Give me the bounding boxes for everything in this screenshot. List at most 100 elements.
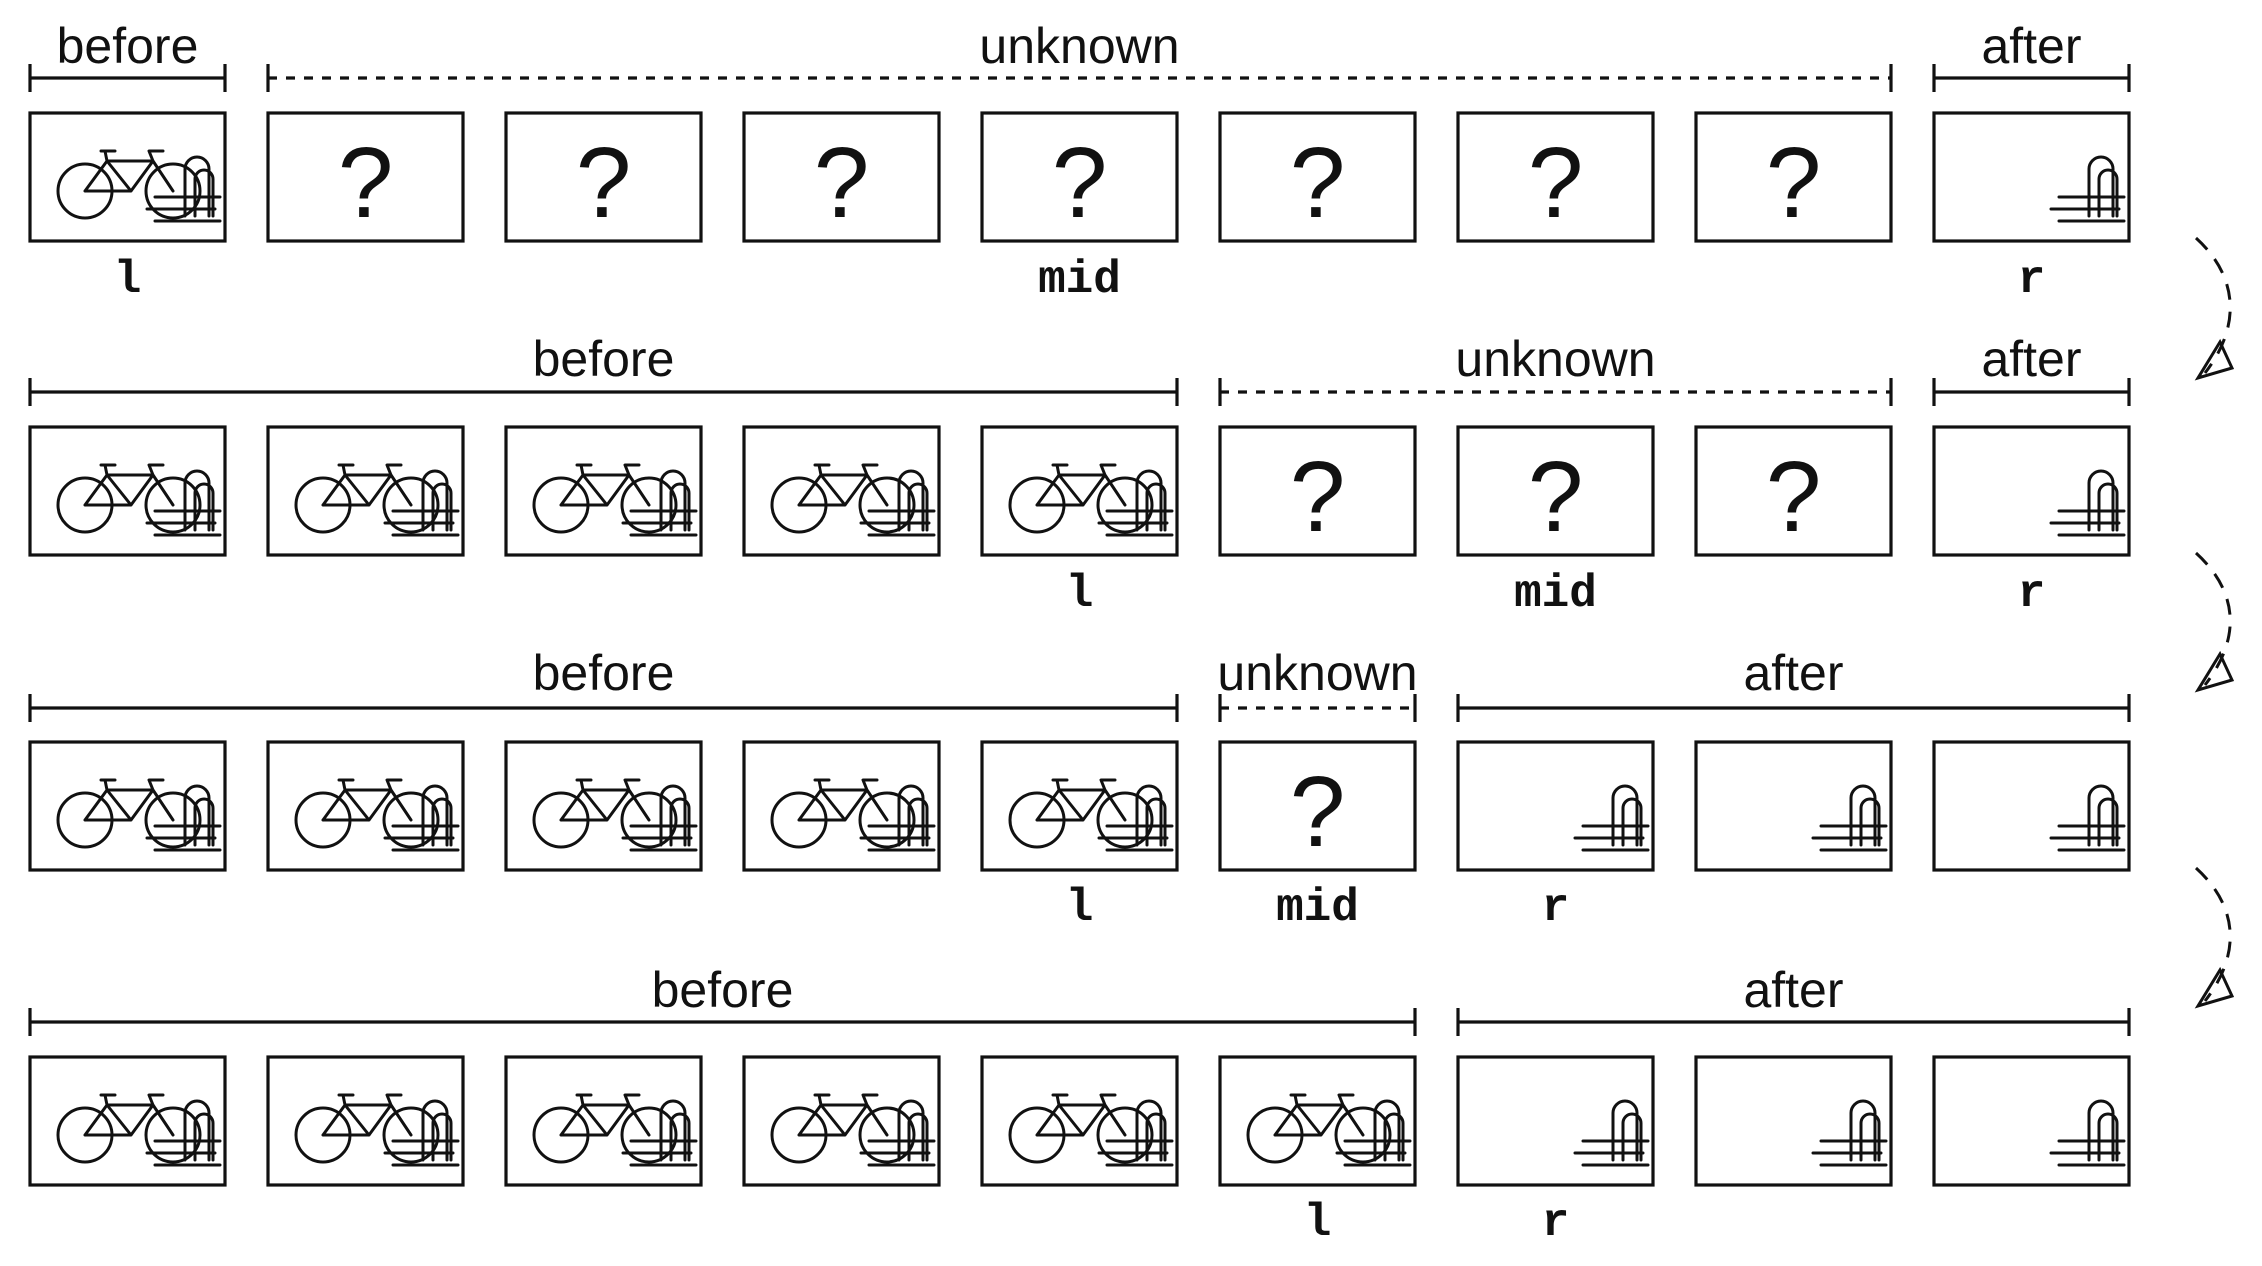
brace-label: before: [533, 331, 675, 387]
brace-before: before: [28, 18, 227, 92]
lock-only-icon: [2049, 1099, 2126, 1167]
cell-unknown: ?: [1694, 111, 1893, 243]
cell-bad: [1932, 425, 2131, 557]
pointer-mid: mid: [1038, 254, 1121, 306]
cell-box: [1456, 111, 1655, 243]
cell-good: [980, 740, 1179, 872]
unknown-symbol: ?: [1766, 127, 1822, 239]
cell-unknown: ?: [1218, 740, 1417, 872]
bicycle-locked-icon: [770, 463, 936, 537]
cell-box: [266, 111, 465, 243]
brace-label: after: [1743, 962, 1843, 1018]
brace-unknown: unknown: [1217, 645, 1418, 722]
cell-good: [980, 1055, 1179, 1187]
cell-good: [266, 425, 465, 557]
cell-box: [1694, 1055, 1893, 1187]
cell-good: [742, 1055, 941, 1187]
cell-bad: [1694, 1055, 1893, 1187]
bicycle-locked-icon: [294, 778, 460, 852]
cell-box: [1932, 425, 2131, 557]
brace-before: before: [28, 331, 1179, 406]
cell-good: [504, 1055, 703, 1187]
brace-after: after: [1932, 331, 2131, 406]
row-4: before after l r: [28, 962, 2131, 1249]
cell-box: [980, 111, 1179, 243]
bicycle-locked-icon: [770, 1093, 936, 1167]
dashed-curved-arrow-icon: [2194, 236, 2235, 381]
brace-after: after: [1932, 18, 2131, 92]
brace-label: unknown: [979, 18, 1179, 74]
unknown-symbol: ?: [1766, 441, 1822, 553]
pointer-l: l: [114, 254, 142, 306]
cell-good: [742, 425, 941, 557]
cell-unknown: ?: [1694, 425, 1893, 557]
cell-good: [1218, 1055, 1417, 1187]
unknown-symbol: ?: [1290, 756, 1346, 868]
cell-good: [28, 425, 227, 557]
cell-box: [504, 111, 703, 243]
bicycle-locked-icon: [56, 463, 222, 537]
unknown-symbol: ?: [814, 127, 870, 239]
pointer-r: r: [1542, 1197, 1570, 1249]
brace-label: before: [57, 18, 199, 74]
brace-label: before: [652, 962, 794, 1018]
unknown-symbol: ?: [1290, 441, 1346, 553]
cell-good: [504, 425, 703, 557]
cell-bad: [1932, 111, 2131, 243]
brace-label: after: [1981, 331, 2081, 387]
cell-bad: [1456, 740, 1655, 872]
cell-good: [28, 111, 227, 243]
bicycle-locked-icon: [1008, 463, 1174, 537]
cell-unknown: ?: [266, 111, 465, 243]
bicycle-locked-icon: [1008, 1093, 1174, 1167]
cell-unknown: ?: [1456, 425, 1655, 557]
pointer-l: l: [1066, 568, 1094, 620]
cell-good: [504, 740, 703, 872]
dashed-curved-arrow-icon: [2194, 866, 2235, 1009]
cell-bad: [1456, 1055, 1655, 1187]
bicycle-locked-icon: [294, 1093, 460, 1167]
cell-good: [28, 740, 227, 872]
unknown-symbol: ?: [1528, 441, 1584, 553]
brace-label: after: [1743, 645, 1843, 701]
cell-bad: [1932, 1055, 2131, 1187]
brace-label: unknown: [1455, 331, 1655, 387]
cell-box: [1218, 740, 1417, 872]
unknown-symbol: ?: [1290, 127, 1346, 239]
cell-box: [1694, 425, 1893, 557]
cell-unknown: ?: [1218, 425, 1417, 557]
pointer-l: l: [1066, 882, 1094, 934]
dashed-curved-arrow-icon: [2194, 551, 2235, 693]
brace-after: after: [1456, 645, 2131, 722]
pointer-mid: mid: [1514, 568, 1597, 620]
cell-unknown: ?: [1218, 111, 1417, 243]
bicycle-locked-icon: [56, 149, 222, 223]
pointer-l: l: [1304, 1197, 1332, 1249]
cell-good: [266, 1055, 465, 1187]
brace-after: after: [1456, 962, 2131, 1036]
lock-only-icon: [2049, 155, 2126, 223]
bicycle-locked-icon: [532, 463, 698, 537]
pointer-mid: mid: [1276, 882, 1359, 934]
bicycle-locked-icon: [56, 1093, 222, 1167]
cell-unknown: ?: [1456, 111, 1655, 243]
brace-before: before: [28, 962, 1417, 1036]
brace-before: before: [28, 645, 1179, 722]
unknown-symbol: ?: [338, 127, 394, 239]
lock-only-icon: [2049, 784, 2126, 852]
brace-label: unknown: [1217, 645, 1417, 701]
cell-bad: [1694, 740, 1893, 872]
brace-label: after: [1981, 18, 2081, 74]
brace-unknown: unknown: [266, 18, 1893, 92]
bicycle-locked-icon: [1008, 778, 1174, 852]
cell-good: [266, 740, 465, 872]
bicycle-locked-icon: [56, 778, 222, 852]
pointer-r: r: [1542, 882, 1570, 934]
cell-box: [1218, 425, 1417, 557]
row-3: before unknown after? l mid r: [28, 645, 2131, 934]
cell-unknown: ?: [980, 111, 1179, 243]
cell-box: [742, 111, 941, 243]
